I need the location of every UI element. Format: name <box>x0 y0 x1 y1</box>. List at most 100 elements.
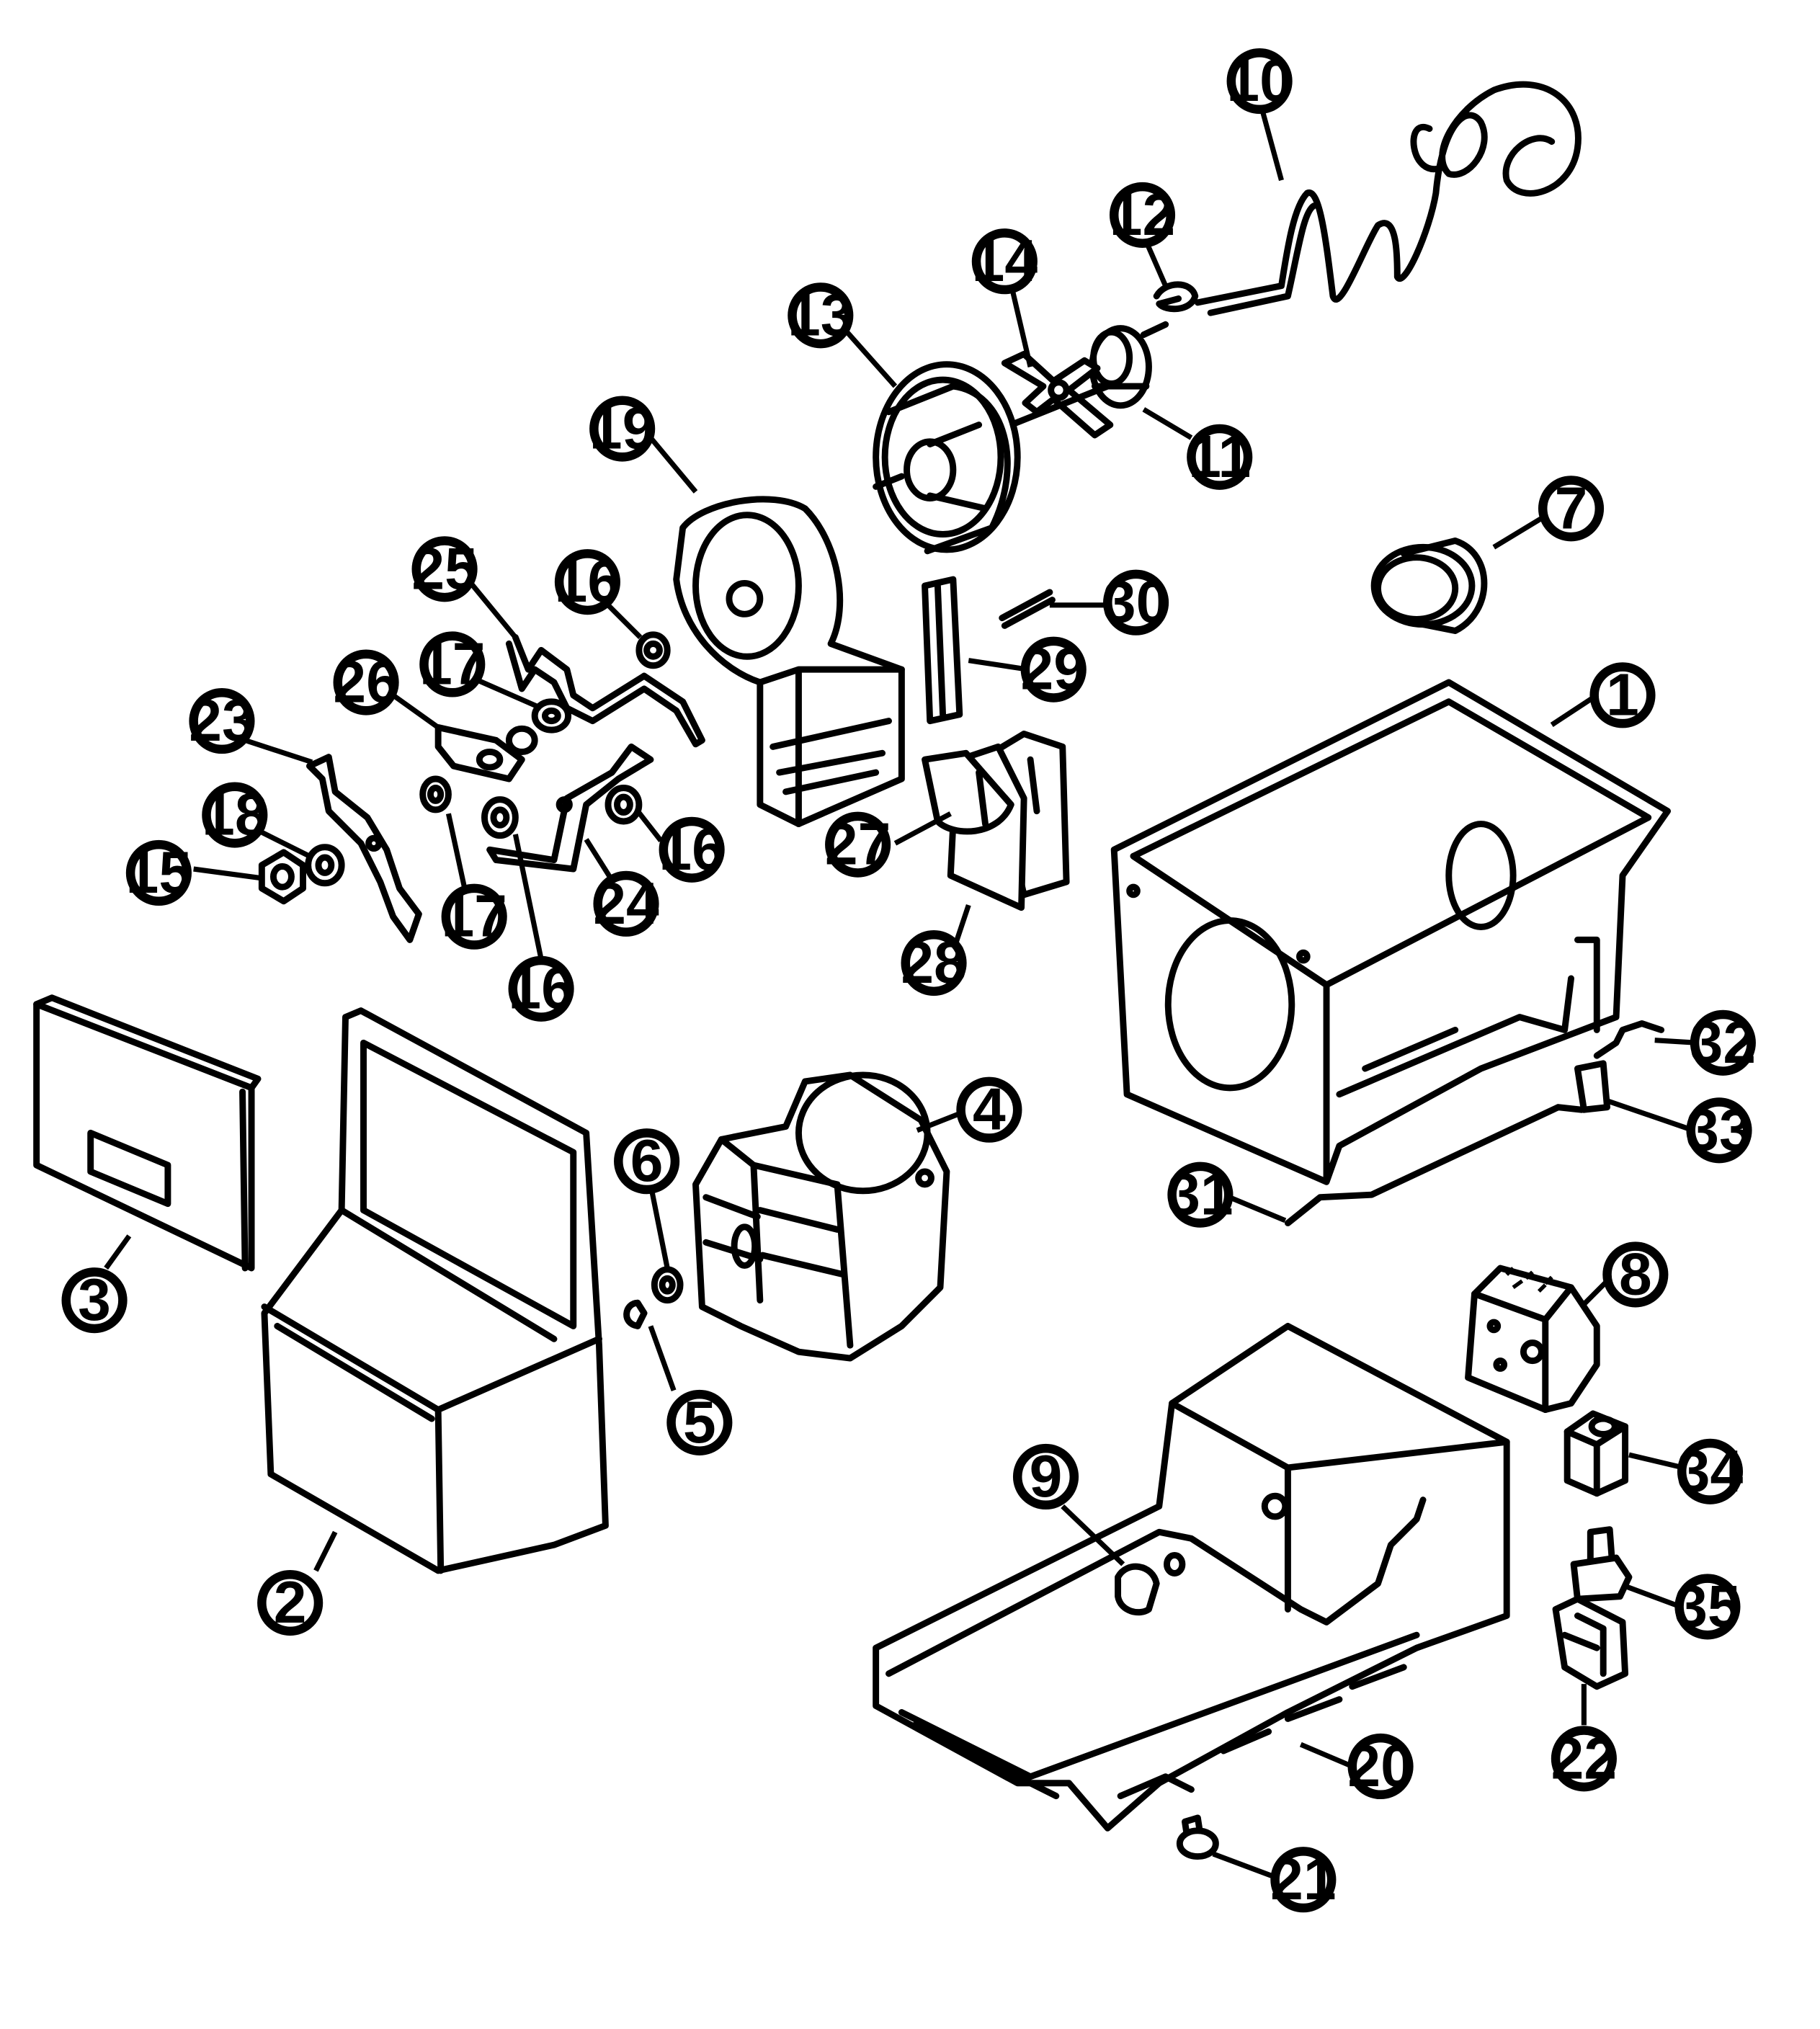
callout-18: 18 <box>202 782 268 848</box>
callout-23: 23 <box>189 688 255 754</box>
callout-21: 21 <box>1270 1847 1337 1913</box>
part-14-crusher-blade <box>976 350 1114 441</box>
svg-text:5: 5 <box>683 1390 716 1455</box>
svg-text:18: 18 <box>202 782 267 848</box>
svg-text:27: 27 <box>825 812 891 878</box>
svg-text:22: 22 <box>1551 1726 1617 1791</box>
callout-33: 33 <box>1686 1097 1752 1164</box>
svg-text:16: 16 <box>508 956 574 1022</box>
part-30-pin <box>999 589 1056 629</box>
part-16-nut-b <box>605 785 643 825</box>
part-32-spring <box>1593 1020 1665 1059</box>
svg-text:24: 24 <box>593 871 659 937</box>
callout-30: 30 <box>1103 569 1169 636</box>
callout-16-c: 16 <box>508 955 574 1022</box>
part-5-clip <box>623 1299 648 1329</box>
part-17-washer-a <box>531 698 572 733</box>
part-18-washer <box>305 844 345 887</box>
svg-text:1: 1 <box>1606 662 1639 728</box>
part-17-washer-b <box>419 775 452 813</box>
callout-17-b: 17 <box>441 883 507 950</box>
part-10-auger-coil <box>1194 81 1582 316</box>
callout-34: 34 <box>1677 1438 1744 1504</box>
callout-7: 7 <box>1538 476 1605 542</box>
part-26-link <box>434 724 525 782</box>
part-22-bracket <box>1552 1595 1629 1690</box>
part-16-nut-c <box>481 796 519 839</box>
callout-17-a: 17 <box>419 631 486 697</box>
callout-19: 19 <box>589 396 655 462</box>
svg-text:20: 20 <box>1347 1734 1413 1799</box>
callout-31: 31 <box>1167 1161 1234 1228</box>
svg-text:31: 31 <box>1167 1162 1233 1228</box>
part-3-front-panel <box>33 994 262 1272</box>
part-13-drive-wheel <box>873 361 1021 555</box>
callout-8: 8 <box>1602 1241 1669 1308</box>
callout-11: 11 <box>1187 424 1253 490</box>
callout-13: 13 <box>788 282 854 349</box>
part-12-clip <box>1153 281 1199 313</box>
svg-text:15: 15 <box>126 840 192 906</box>
part-35-valve <box>1570 1526 1633 1602</box>
svg-text:19: 19 <box>589 396 655 462</box>
svg-text:12: 12 <box>1110 182 1175 248</box>
part-4-drive-housing <box>692 1071 950 1362</box>
svg-text:34: 34 <box>1677 1439 1744 1504</box>
svg-text:25: 25 <box>411 536 477 602</box>
callout-32: 32 <box>1690 1009 1756 1076</box>
svg-text:13: 13 <box>788 282 853 348</box>
callout-6: 6 <box>614 1128 680 1195</box>
svg-text:26: 26 <box>333 650 398 715</box>
callout-4: 4 <box>956 1076 1022 1143</box>
part-33-actuator <box>1574 1060 1611 1113</box>
callout-14: 14 <box>972 228 1038 295</box>
svg-text:9: 9 <box>1030 1444 1063 1510</box>
svg-text:32: 32 <box>1690 1010 1756 1076</box>
svg-text:16: 16 <box>659 817 724 883</box>
part-25-bracket <box>505 634 705 748</box>
callout-16-b: 16 <box>659 816 725 883</box>
svg-text:7: 7 <box>1555 476 1588 541</box>
leader-lines <box>104 108 1698 1880</box>
svg-text:17: 17 <box>441 884 507 950</box>
callout-35: 35 <box>1674 1574 1741 1640</box>
callout-2: 2 <box>257 1570 324 1636</box>
washer-extra <box>505 725 538 755</box>
callout-24: 24 <box>593 870 659 937</box>
part-15-hex-nut <box>258 849 306 905</box>
part-19-auger-housing <box>673 496 905 828</box>
part-27-28-shutters <box>922 731 1070 911</box>
svg-text:10: 10 <box>1226 48 1292 114</box>
svg-text:8: 8 <box>1619 1241 1652 1307</box>
callout-10: 10 <box>1226 48 1293 115</box>
callout-3: 3 <box>61 1267 128 1334</box>
svg-text:21: 21 <box>1270 1847 1336 1912</box>
svg-text:30: 30 <box>1103 570 1169 636</box>
callout-26: 26 <box>333 649 399 715</box>
part-2-dispenser-housing <box>261 1007 609 1574</box>
part-8-motor <box>1465 1265 1600 1414</box>
callout-9: 9 <box>1012 1443 1079 1510</box>
svg-text:14: 14 <box>972 228 1038 294</box>
svg-text:35: 35 <box>1674 1574 1740 1639</box>
callout-labels: 1 2 3 4 5 6 7 8 9 10 11 12 13 14 15 16 1… <box>61 48 1756 1913</box>
callout-12: 12 <box>1110 182 1175 248</box>
callout-28: 28 <box>901 929 967 996</box>
svg-text:11: 11 <box>1188 424 1251 490</box>
callout-25: 25 <box>411 536 478 602</box>
part-20-base-tray <box>873 1322 1510 1832</box>
svg-text:4: 4 <box>973 1077 1006 1143</box>
svg-text:29: 29 <box>1021 637 1087 703</box>
callout-27: 27 <box>825 811 891 878</box>
part-16-nut-a <box>635 631 671 669</box>
svg-text:2: 2 <box>274 1570 307 1636</box>
svg-text:3: 3 <box>78 1267 111 1333</box>
part-24-lever <box>486 743 654 873</box>
part-7-ring <box>1370 537 1488 635</box>
svg-text:23: 23 <box>189 688 254 754</box>
part-29-slide <box>922 576 963 725</box>
callout-16-a: 16 <box>555 549 620 615</box>
svg-text:28: 28 <box>901 930 966 996</box>
svg-text:6: 6 <box>630 1128 664 1194</box>
